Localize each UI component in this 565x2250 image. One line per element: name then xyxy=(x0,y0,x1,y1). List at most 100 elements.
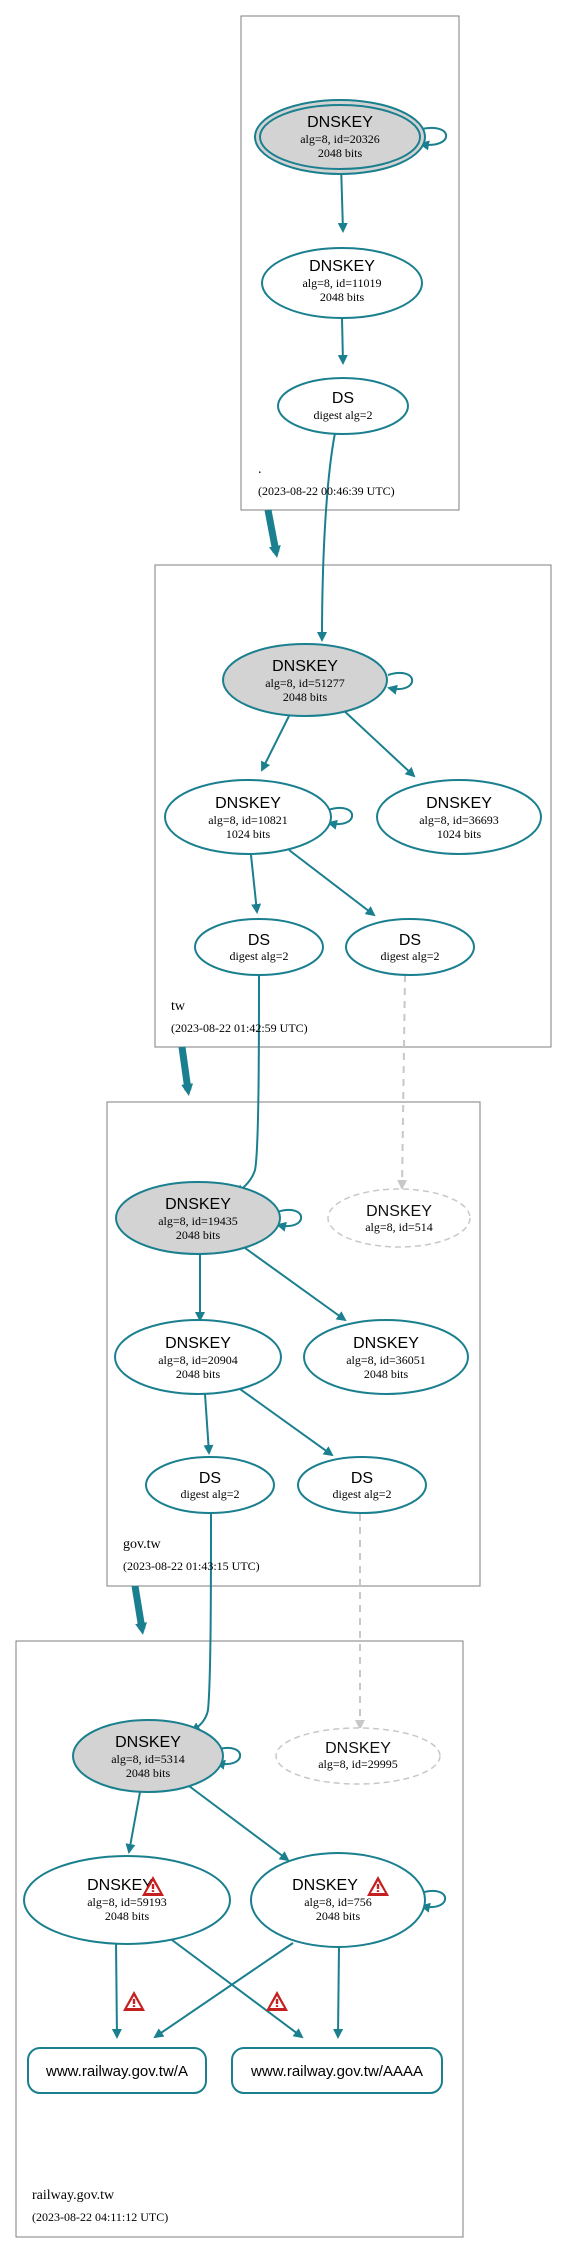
node-title: DNSKEY xyxy=(309,258,375,275)
edge-root-ksk-self xyxy=(417,127,448,151)
root-zsk-node[interactable]: DNSKEY alg=8, id=11019 2048 bits xyxy=(261,247,423,319)
zone-timestamp: (2023-08-22 01:43:15 UTC) xyxy=(123,1559,260,1573)
edge-gov-ksk-self xyxy=(276,1209,303,1232)
zone-name: railway.gov.tw xyxy=(32,2188,115,2203)
node-title: DS xyxy=(399,932,421,949)
edge-tw-ds2-gov-missing xyxy=(397,974,408,1190)
gov-ksk-node[interactable]: DNSKEY alg=8, id=19435 2048 bits xyxy=(115,1181,281,1255)
node-bits: 1024 bits xyxy=(226,827,271,841)
node-alg-id: alg=8, id=36693 xyxy=(419,813,499,827)
node-alg-id: alg=8, id=756 xyxy=(304,1895,372,1909)
edge-tw-zsk1-ds1 xyxy=(250,854,262,914)
root-ds-node[interactable]: DS digest alg=2 xyxy=(277,377,409,435)
tw-zsk2-node[interactable]: DNSKEY alg=8, id=36693 1024 bits xyxy=(376,779,542,855)
gov-ds2-node[interactable]: DS digest alg=2 xyxy=(297,1456,427,1514)
node-title: DNSKEY xyxy=(272,658,338,675)
edge-tw-ksk-zsk2 xyxy=(340,707,416,778)
tw-ds1-node[interactable]: DS digest alg=2 xyxy=(194,918,324,976)
node-bits: 2048 bits xyxy=(126,1766,171,1780)
node-alg-id: alg=8, id=20904 xyxy=(158,1353,238,1367)
edge-root-zsk-ds xyxy=(337,317,348,365)
gov-ds1-node[interactable]: DS digest alg=2 xyxy=(145,1456,275,1514)
edge-root-ds-tw-ksk xyxy=(317,432,336,642)
rrset-a-label: www.railway.gov.tw/A xyxy=(45,2063,188,2080)
node-digest: digest alg=2 xyxy=(180,1487,239,1501)
node-title: DNSKEY xyxy=(426,795,492,812)
edge-tw-ksk-zsk1 xyxy=(261,715,290,772)
node-bits: 2048 bits xyxy=(318,146,363,160)
rw-zsk2-node[interactable]: DNSKEY alg=8, id=756 2048 bits xyxy=(250,1852,426,1948)
zone-timestamp: (2023-08-22 04:11:12 UTC) xyxy=(32,2210,168,2224)
node-title: DNSKEY xyxy=(353,1335,419,1352)
zone-name: tw xyxy=(171,999,186,1014)
edge-rw-ksk-zsk2 xyxy=(188,1785,290,1862)
rw-missing-dnskey-node[interactable]: DNSKEY alg=8, id=29995 xyxy=(275,1727,441,1785)
tw-zsk1-node[interactable]: DNSKEY alg=8, id=10821 1024 bits xyxy=(164,779,332,855)
node-bits: 2048 bits xyxy=(320,290,365,304)
node-alg-id: alg=8, id=36051 xyxy=(346,1353,426,1367)
node-title: DNSKEY xyxy=(165,1335,231,1352)
edge-tw-ksk-self xyxy=(387,672,414,695)
node-title: DNSKEY xyxy=(292,1877,358,1894)
edge-rw-zsk2-aaaa xyxy=(333,1945,344,2039)
node-title: DS xyxy=(351,1470,373,1487)
edge-rw-zsk1-a xyxy=(111,1941,122,2039)
node-title: DNSKEY xyxy=(325,1740,391,1757)
node-alg-id: alg=8, id=59193 xyxy=(87,1895,167,1909)
edge-rw-ksk-self xyxy=(215,1747,242,1770)
zone-name: . xyxy=(258,462,262,477)
node-bits: 1024 bits xyxy=(437,827,482,841)
zone-timestamp: (2023-08-22 01:42:59 UTC) xyxy=(171,1021,308,1035)
delegation-root-tw-arrow xyxy=(264,509,281,558)
tw-ksk-node[interactable]: DNSKEY alg=8, id=51277 2048 bits xyxy=(222,643,388,717)
node-digest: digest alg=2 xyxy=(313,408,372,422)
node-alg-id: alg=8, id=29995 xyxy=(318,1757,398,1771)
node-alg-id: alg=8, id=11019 xyxy=(302,276,381,290)
node-title: DS xyxy=(332,390,354,407)
node-bits: 2048 bits xyxy=(176,1367,221,1381)
edge-rw-ksk-zsk1 xyxy=(125,1791,141,1854)
root-ksk-node[interactable]: DNSKEY alg=8, id=20326 2048 bits xyxy=(254,99,426,175)
node-title: DS xyxy=(248,932,270,949)
edge-gov-ds1-rw-ksk xyxy=(190,1513,212,1733)
node-bits: 2048 bits xyxy=(176,1228,221,1242)
node-alg-id: alg=8, id=10821 xyxy=(208,813,288,827)
node-digest: digest alg=2 xyxy=(380,949,439,963)
rrset-aaaa-label: www.railway.gov.tw/AAAA xyxy=(250,2063,423,2080)
node-title: DNSKEY xyxy=(115,1734,181,1751)
rw-ksk-node[interactable]: DNSKEY alg=8, id=5314 2048 bits xyxy=(72,1719,224,1793)
gov-missing-dnskey-node[interactable]: DNSKEY alg=8, id=514 xyxy=(327,1188,471,1248)
edge-gov-zsk1-ds2 xyxy=(239,1388,334,1457)
edge-tw-zsk1-self xyxy=(327,807,354,830)
rw-zsk1-node[interactable]: DNSKEY alg=8, id=59193 2048 bits xyxy=(23,1855,231,1945)
edge-rw-zsk1-aaaa xyxy=(167,1936,304,2039)
edge-rw-zsk2-self xyxy=(420,1890,447,1913)
node-bits: 2048 bits xyxy=(105,1909,150,1923)
node-bits: 2048 bits xyxy=(316,1909,361,1923)
node-bits: 2048 bits xyxy=(283,690,328,704)
node-title: DNSKEY xyxy=(366,1203,432,1220)
node-alg-id: alg=8, id=5314 xyxy=(111,1752,185,1766)
edge-gov-ksk-zsk2 xyxy=(244,1247,347,1322)
edge-tw-zsk1-ds2 xyxy=(288,849,376,917)
gov-zsk2-node[interactable]: DNSKEY alg=8, id=36051 2048 bits xyxy=(303,1319,469,1395)
node-title: DNSKEY xyxy=(165,1196,231,1213)
zone-name: gov.tw xyxy=(123,1537,161,1552)
node-title: DNSKEY xyxy=(215,795,281,812)
zone-timestamp: (2023-08-22 00:46:39 UTC) xyxy=(258,484,395,498)
gov-zsk1-node[interactable]: DNSKEY alg=8, id=20904 2048 bits xyxy=(114,1319,282,1395)
node-alg-id: alg=8, id=51277 xyxy=(265,676,345,690)
tw-ds2-node[interactable]: DS digest alg=2 xyxy=(345,918,475,976)
node-bits: 2048 bits xyxy=(364,1367,409,1381)
node-digest: digest alg=2 xyxy=(229,949,288,963)
node-alg-id: alg=8, id=514 xyxy=(365,1220,433,1234)
rrset-a-node[interactable]: www.railway.gov.tw/A xyxy=(27,2047,207,2094)
node-alg-id: alg=8, id=19435 xyxy=(158,1214,238,1228)
edge-root-ksk-zsk xyxy=(337,163,348,233)
rrset-aaaa-node[interactable]: www.railway.gov.tw/AAAA xyxy=(231,2047,443,2094)
node-digest: digest alg=2 xyxy=(332,1487,391,1501)
edge-gov-zsk1-ds1 xyxy=(203,1393,214,1455)
delegation-tw-govtw-arrow xyxy=(178,1046,194,1096)
edge-rw-zsk2-a xyxy=(153,1942,294,2039)
